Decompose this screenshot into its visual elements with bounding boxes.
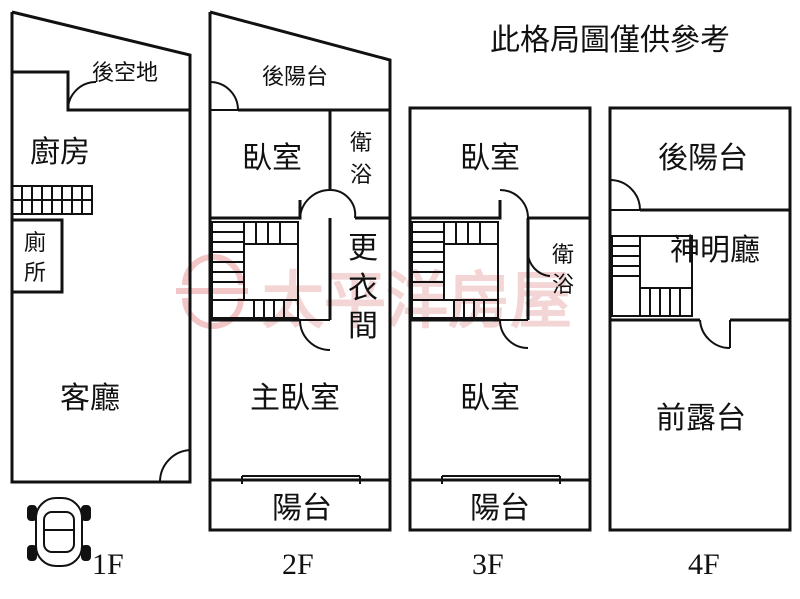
bedroom-3f-door-icon: [499, 189, 529, 219]
room-3f-bathroom-char-2: 浴: [552, 273, 574, 298]
room-back-yard: 後空地: [92, 61, 158, 86]
stairs-4f-icon: [611, 235, 693, 317]
room-living-room: 客廳: [60, 381, 120, 416]
room-3f-bedroom-rear: 臥室: [460, 141, 520, 176]
bedroom-2f-wall: [210, 200, 302, 220]
back-balcony-door-icon: [209, 81, 239, 111]
room-2f-balcony: 陽台: [272, 491, 332, 526]
room-3f-bathroom: 衛 浴: [552, 243, 574, 298]
floor-3f-labels: 臥室 臥室 陽台 3F: [460, 141, 530, 581]
room-2f-bathroom: 衛 浴: [350, 131, 372, 188]
floor-4f-labels: 後陽台 神明廳 前露台 4F: [656, 141, 760, 581]
bedroom-2f-door-icon: [299, 188, 331, 219]
room-4f-front-terrace: 前露台: [656, 401, 746, 436]
bath-3f-door-icon: [526, 251, 551, 277]
room-2f-bedroom: 臥室: [242, 141, 302, 176]
room-2f-bathroom-char-1: 衛: [350, 131, 372, 156]
room-2f-bathroom-char-2: 浴: [350, 163, 372, 188]
room-4f-shrine-hall: 神明廳: [670, 233, 760, 268]
bedroom-3f-rear-wall: [410, 200, 502, 220]
stairs-3f-icon: [411, 221, 499, 319]
room-2f-dressing-char-1: 更: [348, 231, 378, 266]
room-2f-back-balcony: 後陽台: [262, 65, 328, 90]
floor-1f-labels: 後空地 廚房 客廳 1F: [30, 61, 158, 581]
room-toilet: 廁 所: [24, 231, 46, 286]
room-toilet-char-1: 廁: [24, 231, 46, 256]
back-balcony-4f-door-icon: [609, 179, 641, 211]
room-3f-balcony: 陽台: [470, 491, 530, 526]
entrance-door-icon: [158, 449, 191, 483]
stair-3f-door-icon: [499, 319, 529, 349]
floor-label-1f: 1F: [92, 548, 124, 581]
room-2f-master-bedroom: 主臥室: [250, 381, 340, 416]
balcony-3f-window-icon: [441, 475, 561, 484]
room-toilet-char-2: 所: [24, 261, 46, 286]
room-4f-back-balcony: 後陽台: [658, 141, 748, 176]
stairs-1f-icon: [11, 185, 93, 215]
floor-label-2f: 2F: [282, 548, 314, 581]
dressing-door-icon: [299, 319, 331, 351]
back-yard-door-icon: [67, 81, 97, 111]
room-2f-dressing-char-2: 衣: [348, 271, 378, 306]
stairs-2f-icon: [211, 221, 299, 319]
floor-2f-outline: [208, 10, 392, 532]
balcony-2f-window-icon: [241, 475, 361, 484]
shrine-hall-door-icon: [699, 319, 731, 350]
floor-4f: [608, 106, 792, 532]
room-2f-dressing-room: 更 衣 間: [348, 231, 378, 344]
toilet-wall: [12, 218, 64, 294]
car-icon: [27, 497, 91, 567]
floor-label-4f: 4F: [688, 548, 720, 581]
room-2f-dressing-char-3: 間: [348, 309, 378, 344]
floor-2f: [208, 10, 392, 532]
disclaimer-note: 此格局圖僅供參考: [490, 23, 730, 58]
floor-3f: [408, 106, 592, 532]
floor-1f: [10, 10, 192, 484]
room-kitchen: 廚房: [30, 135, 90, 170]
room-3f-bedroom-front: 臥室: [460, 381, 520, 416]
floor-2f-labels: 後陽台 臥室 主臥室 陽台 2F: [242, 65, 340, 581]
bath-2f-door-icon: [329, 188, 357, 219]
room-3f-bathroom-char-1: 衛: [552, 243, 574, 268]
floor-label-3f: 3F: [472, 548, 504, 581]
